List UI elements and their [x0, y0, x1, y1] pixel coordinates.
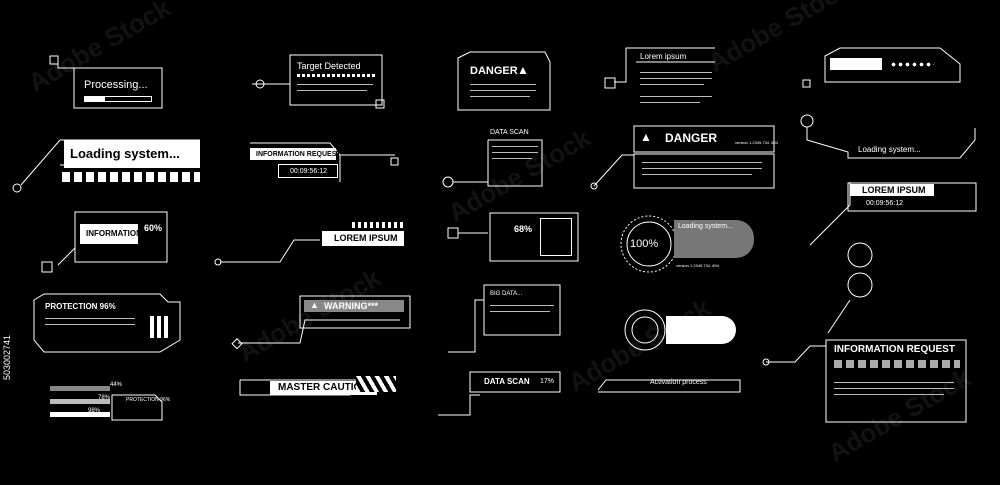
master-caution-label: MASTER CAUTION	[270, 381, 377, 395]
circle-loader-version: version 1.2345.734. 894	[676, 263, 719, 268]
text-line	[642, 162, 762, 163]
text-line	[642, 168, 762, 169]
danger-label-2: DANGER	[665, 131, 718, 145]
percent-68-detail	[540, 218, 572, 256]
text-line	[640, 96, 712, 97]
text-line	[642, 174, 752, 175]
dots-indicator	[890, 62, 934, 67]
text-line	[640, 72, 712, 73]
data-scan-tab-label: DATA SCAN	[484, 377, 530, 386]
progress-bar-44	[50, 386, 110, 391]
loading-system-large-label: Loading system...	[70, 146, 180, 161]
lorem-badge	[830, 58, 882, 70]
loading-dial-pill	[666, 316, 736, 344]
lorem-ipsum-label: Lorem ipsum	[640, 52, 687, 61]
target-stripe	[297, 74, 377, 77]
info-request-time-box	[278, 164, 338, 178]
data-scan-label: DATA SCAN	[490, 129, 529, 136]
information-label: INFORMATION	[86, 229, 142, 238]
processing-progress-bar	[84, 96, 152, 102]
percent-68-value: 68%	[514, 224, 533, 234]
big-data-label: BIG DATA...	[490, 291, 523, 297]
protection-grid-icon	[150, 316, 168, 338]
text-line	[834, 382, 954, 383]
caution-stripes	[356, 376, 396, 392]
processing-label: Processing...	[84, 79, 148, 91]
info-request-time: 00:09:56:12	[290, 168, 327, 175]
text-line	[640, 84, 704, 85]
dots-indicator	[948, 131, 982, 139]
lorem-ipsum-time: 00:09:56:12	[866, 200, 903, 207]
info-request-large-label: INFORMATION REQUEST	[834, 344, 955, 355]
warning-bar	[304, 300, 404, 312]
circle-loader-pill	[674, 220, 754, 258]
warning-triangle-icon: ▲	[517, 63, 529, 77]
text-line	[470, 90, 536, 91]
progress-value-98: 98%	[88, 408, 101, 414]
protection-label: PROTECTION 96%	[45, 302, 116, 311]
text-line	[492, 158, 532, 159]
target-detected-label: Target Detected	[297, 61, 361, 71]
progress-value-78: 78%	[98, 395, 111, 401]
tab-stripe	[352, 222, 406, 228]
text-line	[492, 146, 538, 147]
text-line	[470, 96, 530, 97]
information-value: 60%	[144, 223, 163, 233]
progress-value-44: 44%	[110, 382, 123, 388]
info-request-badge	[250, 148, 336, 160]
warning-triangle-icon: ▲	[310, 300, 319, 310]
info-request-small-label: INFORMATION REQUEST	[256, 151, 341, 158]
lorem-ipsum-tab	[322, 231, 404, 246]
warning-triangle-icon: ▲	[640, 130, 652, 144]
progress-protection-label: PROTECTION 96%	[126, 397, 171, 403]
version-text: version 1.2345.734. 894	[735, 140, 778, 145]
activation-label: Activation process	[650, 379, 707, 386]
text-line	[834, 388, 954, 389]
loading-system-label: Loading system...	[858, 145, 921, 154]
loading-dial-label: Loading system...	[668, 318, 723, 325]
progress-bar-98	[50, 412, 110, 417]
lorem-ipsum-tab-label: LOREM IPSUM	[334, 233, 398, 243]
text-line	[640, 78, 712, 79]
lorem-ipsum-label-2: LOREM IPSUM	[862, 185, 926, 195]
circle-loader-value: 100%	[630, 238, 659, 250]
text-line	[45, 324, 135, 325]
text-line	[490, 305, 554, 306]
text-line	[640, 102, 700, 103]
text-line	[834, 394, 944, 395]
progress-bar-78	[50, 399, 110, 404]
lorem-ipsum-badge	[850, 184, 934, 196]
text-line	[45, 318, 135, 319]
text-line	[470, 84, 536, 85]
text-line	[297, 84, 373, 85]
warning-label: WARNING***	[324, 301, 379, 311]
text-line	[297, 90, 367, 91]
info-request-bars	[834, 360, 960, 368]
text-line	[492, 152, 538, 153]
data-scan-tab-value: 17%	[540, 378, 555, 385]
danger-label: DANGER	[470, 65, 518, 77]
loading-system-box	[64, 140, 200, 168]
text-line	[490, 311, 550, 312]
information-badge	[80, 224, 138, 244]
segment-progress-bar	[62, 172, 200, 182]
circle-loader-label: Loading system...	[678, 223, 733, 230]
